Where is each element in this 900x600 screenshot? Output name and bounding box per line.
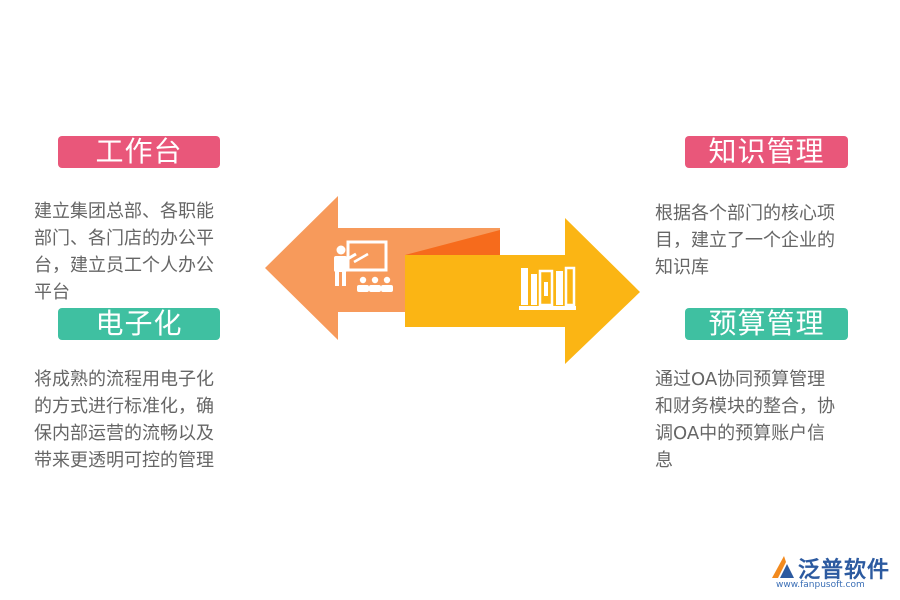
teacher-presentation-icon: [334, 240, 393, 292]
text-line: 通过OA协同预算管理: [655, 369, 826, 390]
workbench-description: 建立集团总部、各职能 部门、各门店的办公平 台，建立员工个人办公 平台: [34, 198, 259, 306]
logo-url: www.fanpusoft.com: [776, 580, 865, 590]
bookshelf-icon: [519, 266, 576, 310]
logo-name: 泛普软件: [798, 558, 891, 583]
budget-management-title: 预算管理: [685, 308, 848, 340]
text-line: 将成熟的流程用电子化: [34, 369, 214, 390]
text-line: 目，建立了一个企业的: [655, 230, 835, 251]
text-line: 的方式进行标准化，确: [34, 396, 214, 417]
digitization-description: 将成熟的流程用电子化 的方式进行标准化，确 保内部运营的流畅以及 带来更透明可控…: [34, 366, 259, 474]
text-line: 台，建立员工个人办公: [34, 255, 214, 276]
knowledge-management-description: 根据各个部门的核心项 目，建立了一个企业的 知识库: [655, 200, 880, 281]
text-line: 根据各个部门的核心项: [655, 203, 835, 224]
company-logo: 泛普软件 www.fanpusoft.com: [770, 552, 895, 597]
text-line: 建立集团总部、各职能: [34, 201, 214, 222]
budget-management-description: 通过OA协同预算管理 和财务模块的整合，协 调OA中的预算账户信 息: [655, 366, 880, 474]
workbench-title: 工作台: [58, 136, 220, 168]
knowledge-management-title: 知识管理: [685, 136, 848, 168]
text-line: 带来更透明可控的管理: [34, 450, 214, 471]
text-line: 部门、各门店的办公平: [34, 228, 214, 249]
text-line: 知识库: [655, 257, 709, 278]
logo-icon: [772, 556, 794, 578]
text-line: 息: [655, 450, 673, 471]
text-line: 和财务模块的整合，协: [655, 396, 835, 417]
arrow-fold: [405, 230, 500, 255]
text-line: 平台: [34, 282, 70, 303]
digitization-title: 电子化: [58, 308, 220, 340]
text-line: 保内部运营的流畅以及: [34, 423, 214, 444]
text-line: 调OA中的预算账户信: [655, 423, 826, 444]
